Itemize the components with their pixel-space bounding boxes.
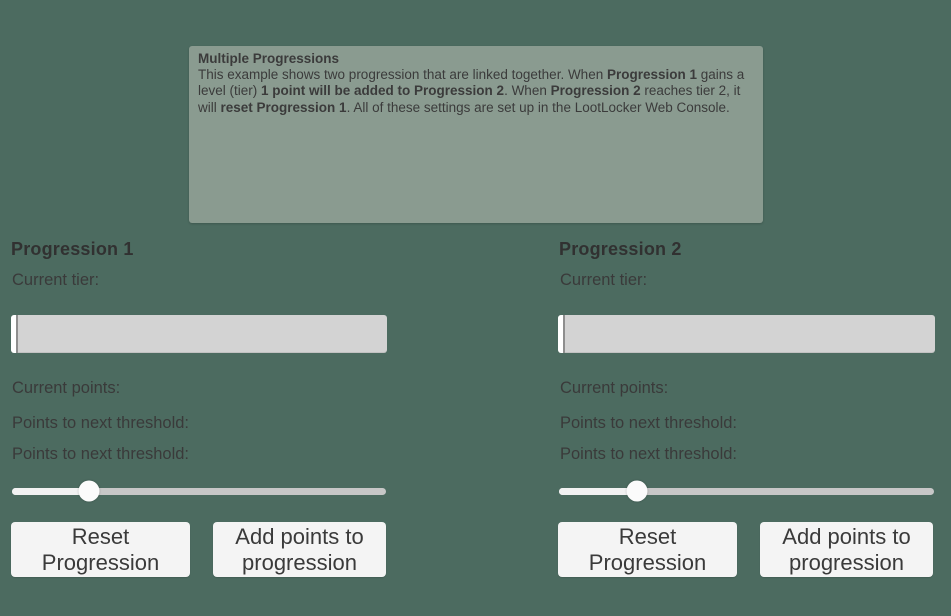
progression-1-points-slider[interactable] (12, 480, 386, 502)
progression-2-current-points-label: Current points: (560, 379, 669, 397)
progression-2-heading: Progression 2 (559, 239, 682, 259)
progression-1-heading: Progression 1 (11, 239, 134, 259)
slider-fill (12, 488, 90, 495)
progression-1-reset-button[interactable]: Reset Progression (11, 522, 190, 577)
info-panel-title: Multiple Progressions (198, 51, 340, 66)
slider-track[interactable] (12, 488, 386, 495)
progression-1-threshold-label-1: Points to next threshold: (12, 414, 190, 432)
progression-2-threshold-label-1: Points to next threshold: (560, 414, 738, 432)
progression-1-current-points-label: Current points: (12, 379, 121, 397)
progression-2-tier-bar-fill (558, 315, 565, 353)
progression-2-points-slider[interactable] (559, 480, 934, 502)
info-panel: Multiple Progressions This example shows… (189, 46, 763, 223)
progression-2-add-points-button[interactable]: Add points to progression (760, 522, 933, 577)
progression-1-current-tier-label: Current tier: (12, 271, 100, 289)
progression-1-add-points-button[interactable]: Add points to progression (213, 522, 386, 577)
progression-1-threshold-label-2: Points to next threshold: (12, 445, 190, 463)
progression-2-current-tier-label: Current tier: (560, 271, 648, 289)
progression-2-tier-bar (558, 315, 935, 353)
info-panel-description: This example shows two progression that … (198, 67, 745, 115)
progression-2-reset-button[interactable]: Reset Progression (558, 522, 737, 577)
progression-1-tier-bar-fill (11, 315, 18, 353)
progression-1-tier-bar (11, 315, 387, 353)
slider-handle[interactable] (626, 480, 648, 502)
progression-2-threshold-label-2: Points to next threshold: (560, 445, 738, 463)
slider-handle[interactable] (78, 480, 100, 502)
slider-track[interactable] (559, 488, 934, 495)
slider-fill (559, 488, 637, 495)
